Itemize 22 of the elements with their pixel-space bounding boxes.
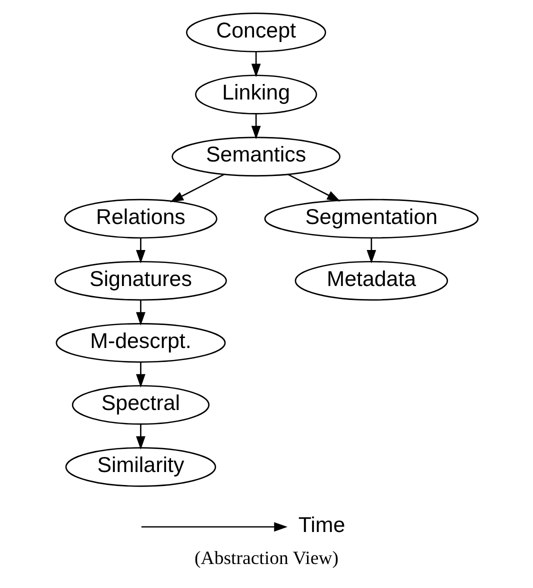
node-ellipse: Segmentation <box>264 198 479 239</box>
node-ellipse: M-descrpt. <box>56 323 226 363</box>
arrow <box>251 114 261 140</box>
caption: (Abstraction View) <box>194 548 338 570</box>
arrow <box>136 238 146 264</box>
node-ellipse: Semantics <box>172 136 340 176</box>
node-ellipse: Metadata <box>294 260 448 301</box>
node-text: Time <box>298 512 346 537</box>
arrow <box>287 174 341 202</box>
arrow <box>170 174 225 202</box>
node-ellipse: Relations <box>64 198 218 239</box>
arrow <box>136 362 146 388</box>
node-ellipse: Spectral <box>72 385 210 425</box>
arrow <box>251 52 261 78</box>
arrow <box>136 424 146 450</box>
node-ellipse: Concept <box>186 12 326 52</box>
node-ellipse: Similarity <box>65 447 216 487</box>
arrow <box>136 300 146 326</box>
arrow <box>366 238 376 264</box>
node-ellipse: Signatures <box>54 260 227 301</box>
node-ellipse: Linking <box>195 74 318 114</box>
arrow <box>141 522 288 532</box>
